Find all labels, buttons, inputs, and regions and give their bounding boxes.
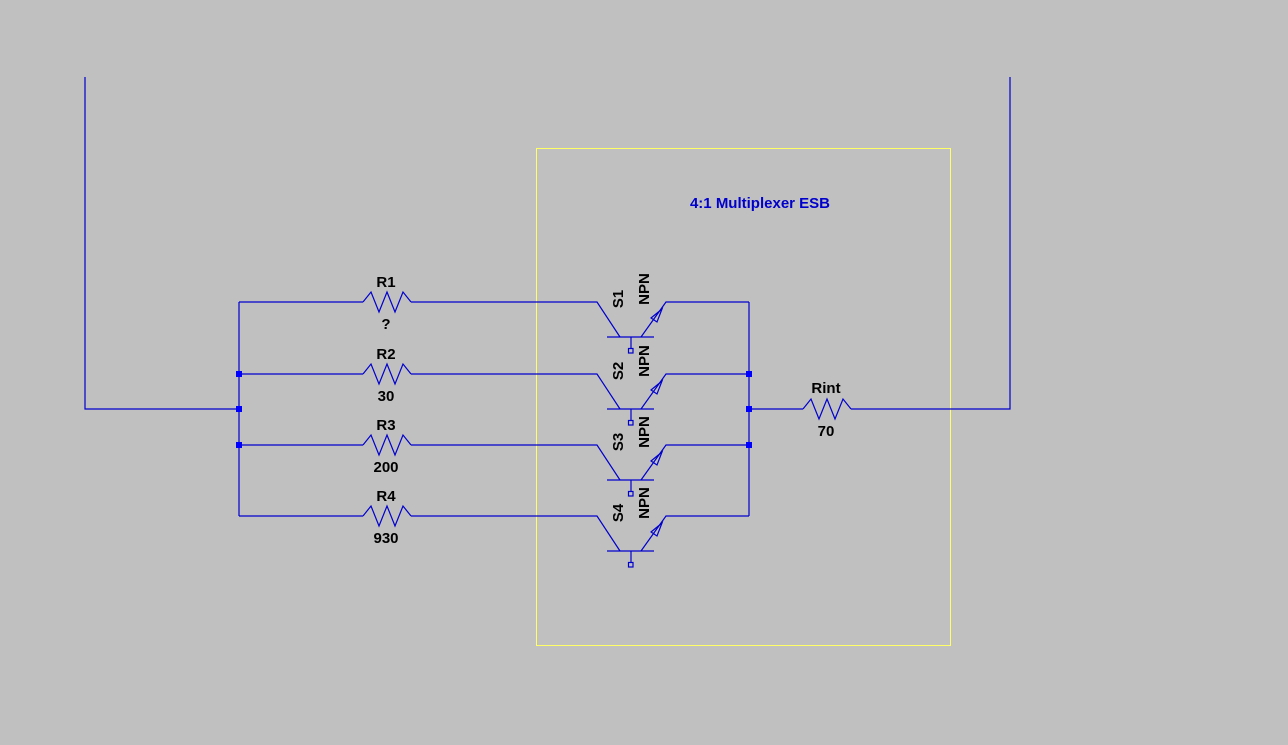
emitter-2 — [640, 373, 749, 410]
junction-dot — [746, 442, 752, 448]
resistor-2 — [362, 362, 412, 386]
junction-dot — [746, 371, 752, 377]
junction-dot — [746, 406, 752, 412]
resistor-3-value: 200 — [373, 459, 398, 476]
resistor-3-name: R3 — [376, 417, 395, 434]
emitter-3 — [640, 444, 749, 481]
branch-wire — [411, 444, 621, 481]
emitter-1 — [640, 301, 749, 338]
resistor-1-name: R1 — [376, 274, 395, 291]
resistor-rint-name: Rint — [811, 380, 840, 397]
junction-dot — [236, 371, 242, 377]
resistor-3 — [362, 433, 412, 457]
switch-2-name: S2 — [610, 362, 627, 380]
branch-wire — [411, 373, 621, 410]
switch-3-name: S3 — [610, 433, 627, 451]
resistor-4-value: 930 — [373, 530, 398, 547]
resistor-2-value: 30 — [378, 388, 395, 405]
outer-wire-right — [851, 77, 1011, 410]
switch-4-type: NPN — [636, 487, 653, 519]
switch-4-name: S4 — [610, 503, 627, 522]
resistor-2-name: R2 — [376, 346, 395, 363]
base-pin — [627, 490, 634, 497]
branch-wire — [411, 301, 621, 338]
resistor-4 — [362, 504, 412, 528]
resistor-rint — [802, 397, 852, 421]
emitter-arrow-icon — [649, 307, 664, 323]
outer-wire-left — [84, 77, 239, 410]
emitter-arrow-icon — [649, 450, 664, 466]
branch-wire — [411, 515, 621, 552]
junctions — [236, 371, 752, 448]
multiplexer-box — [536, 148, 951, 646]
base-pin — [627, 347, 634, 354]
resistor-1 — [362, 290, 412, 314]
emitter-arrow-icon — [649, 521, 664, 537]
resistor-rint-value: 70 — [818, 423, 835, 440]
base-pin — [627, 419, 634, 426]
emitter-4 — [640, 515, 749, 552]
resistor-4-name: R4 — [376, 488, 396, 505]
emitter-arrow-icon — [649, 379, 664, 395]
switch-3-type: NPN — [636, 416, 653, 448]
base-pin — [627, 561, 634, 568]
switch-2-type: NPN — [636, 345, 653, 377]
junction-dot — [236, 406, 242, 412]
switch-1-type: NPN — [636, 273, 653, 305]
switch-1-name: S1 — [610, 290, 627, 308]
junction-dot — [236, 442, 242, 448]
multiplexer-title: 4:1 Multiplexer ESB — [690, 195, 830, 212]
resistor-1-value: ? — [381, 316, 390, 333]
